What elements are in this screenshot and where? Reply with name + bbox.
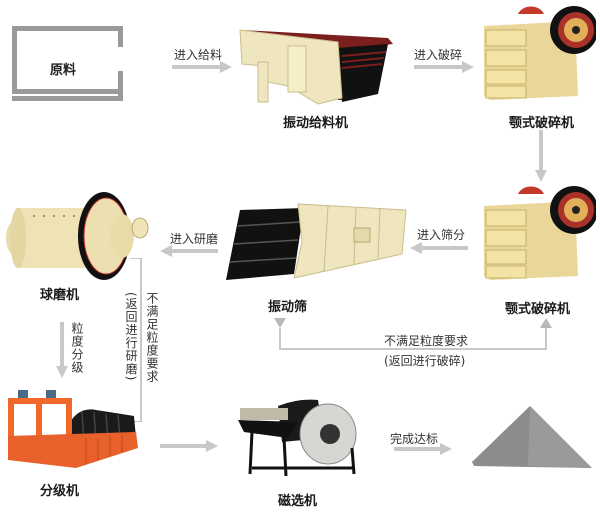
magnetic-separator-label: 磁选机 xyxy=(278,494,318,509)
raw-box-edge xyxy=(118,71,123,101)
edge-label-crush: 进入破碎 xyxy=(414,48,463,62)
jaw-crusher-label: 颚式破碎机 xyxy=(509,116,575,131)
feedback-label-grind: 不满足粒度要求 xyxy=(145,292,159,383)
feedback-line xyxy=(140,258,142,422)
arrow-right-icon xyxy=(394,443,452,455)
ball-mill-icon xyxy=(4,186,150,280)
edge-label-finish: 完成达标 xyxy=(390,432,439,446)
arrow-right-icon xyxy=(172,61,232,73)
spiral-classifier-label: 分级机 xyxy=(40,484,80,499)
edge-label-screen: 进入筛分 xyxy=(417,228,466,242)
feedback-sublabel-crush: (返回进行破碎) xyxy=(384,354,466,368)
feedback-sublabel-grind: (返回进行研磨) xyxy=(124,292,138,382)
jaw-crusher-icon xyxy=(480,0,596,108)
ball-mill-label: 球磨机 xyxy=(40,288,80,303)
jaw-crusher-label: 颚式破碎机 xyxy=(505,302,571,317)
raw-material-label: 原料 xyxy=(50,63,77,78)
magnetic-separator-icon xyxy=(238,398,368,478)
feedback-label-crush: 不满足粒度要求 xyxy=(384,334,469,348)
feedback-line xyxy=(279,348,547,350)
feedback-line xyxy=(279,328,281,350)
raw-box-frame xyxy=(12,26,122,94)
vibrating-screen-label: 振动筛 xyxy=(268,300,308,315)
arrow-left-icon xyxy=(160,245,218,257)
edge-label-classify: 粒度分级 xyxy=(70,322,84,374)
vibrating-feeder-label: 振动给料机 xyxy=(283,116,349,131)
raw-box-edge xyxy=(118,26,123,47)
arrow-right-icon xyxy=(160,440,218,452)
arrow-left-icon xyxy=(410,242,468,254)
jaw-crusher-icon xyxy=(480,180,596,288)
edge-label-feed: 进入给料 xyxy=(174,48,223,62)
raw-box-edge xyxy=(12,96,123,101)
arrow-down-icon xyxy=(535,130,547,182)
spiral-classifier-icon xyxy=(6,388,138,472)
arrow-up-icon xyxy=(540,318,552,328)
product-pile-icon xyxy=(472,404,592,470)
feedback-line xyxy=(130,421,142,422)
feedback-line xyxy=(130,258,142,259)
vibrating-screen-icon xyxy=(224,202,408,282)
feedback-line xyxy=(545,328,547,350)
arrow-down-icon xyxy=(56,322,68,378)
arrow-down-icon xyxy=(274,318,286,328)
vibrating-feeder-icon xyxy=(238,26,398,108)
edge-label-grind: 进入研磨 xyxy=(170,232,219,246)
arrow-right-icon xyxy=(414,61,474,73)
